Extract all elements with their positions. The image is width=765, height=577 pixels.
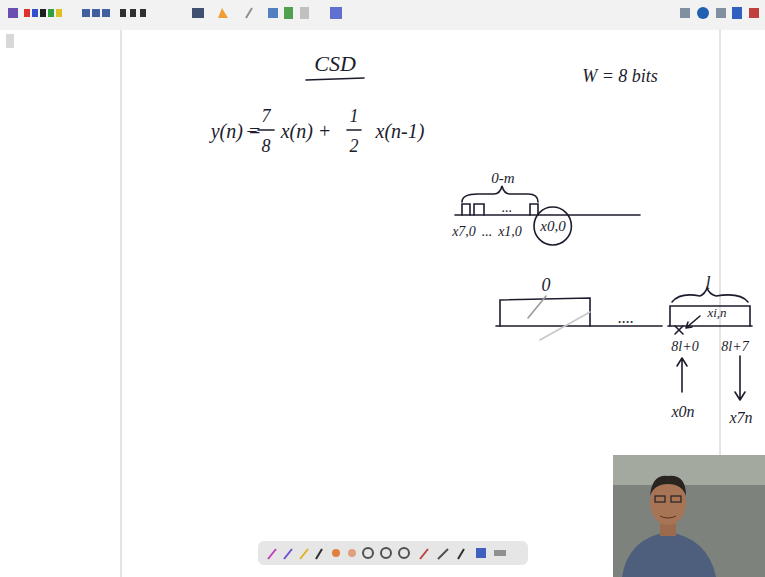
heading: CSD [314, 53, 356, 75]
equation-text: x(n) + [281, 121, 332, 141]
toolbar-icons [8, 7, 759, 19]
equation-text: 2 [350, 137, 359, 155]
equation-text: x(n-1) [376, 121, 425, 141]
ink [258, 78, 752, 400]
word-index: 0 [542, 276, 551, 294]
bit-position: 8l+0 [671, 340, 698, 354]
pen-toolbar [258, 541, 528, 565]
bit-name: x1,0 [498, 225, 522, 239]
note-text: W = 8 bits [582, 67, 658, 85]
pen-toolbar-icons [268, 548, 506, 559]
toolbar [0, 0, 765, 30]
bit-name: x0n [671, 404, 694, 420]
bit-name: x7,0 [452, 225, 476, 239]
bit-range: 0-m [491, 171, 514, 186]
equation-text: 8 [262, 137, 271, 155]
ellipsis: .... [618, 310, 634, 326]
ellipsis: ... [482, 225, 493, 239]
bit-name: x7n [729, 410, 752, 426]
bit-name: x0,0 [540, 218, 565, 234]
side-tab [6, 34, 14, 48]
equation-text: 1 [350, 107, 359, 125]
ellipsis: ... [502, 201, 513, 215]
equation-text: − [245, 121, 259, 141]
circled-bit: x0,0 [534, 207, 571, 245]
bit-position: 8l+7 [721, 340, 748, 354]
page-margin [121, 30, 122, 577]
equation-text: 7 [262, 107, 271, 125]
word-index: l [705, 274, 710, 292]
bit-name: xi,n [707, 306, 726, 319]
presenter-video [613, 455, 765, 577]
page-margin [720, 30, 721, 455]
